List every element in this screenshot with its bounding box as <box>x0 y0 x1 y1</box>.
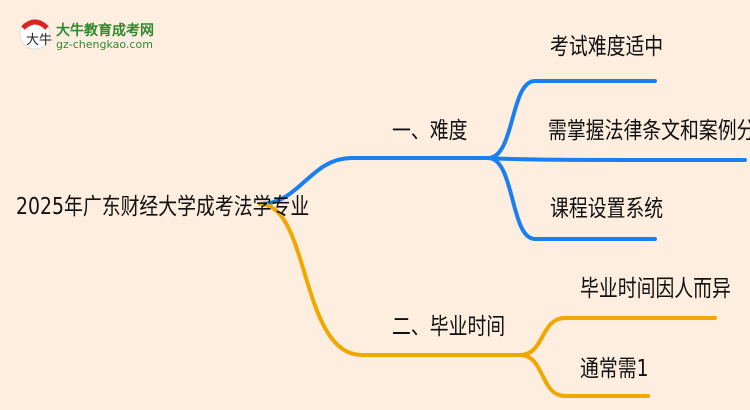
logo-url: gz-chengkao.com <box>56 38 153 51</box>
leaf-line-2-1 <box>518 316 717 357</box>
svg-text:大牛: 大牛 <box>26 33 52 48</box>
leaf-node: 考试难度适中 <box>550 34 664 60</box>
logo-name: 大牛教育成考网 <box>56 23 154 39</box>
root-node: 2025年广东财经大学成考法学专业 <box>16 194 310 220</box>
leaf-line-2-2 <box>518 353 650 398</box>
leaf-line-1-2 <box>486 156 747 162</box>
leaf-node: 毕业时间因人而异 <box>580 276 731 302</box>
leaf-line-1-3 <box>486 156 657 241</box>
logo-mark-icon: 大牛 <box>19 18 52 50</box>
leaf-node: 课程设置系统 <box>550 196 664 222</box>
branch-line-1 <box>258 156 490 206</box>
branch-node-graduation: 二、毕业时间 <box>392 314 506 340</box>
leaf-line-1-1 <box>486 79 657 160</box>
leaf-node: 需掌握法律条文和案例分析 <box>548 118 750 144</box>
logo: 大牛 大牛教育成考网 gz-chengkao.com <box>18 14 198 54</box>
branch-line-2 <box>258 202 522 357</box>
leaf-node: 通常需1 <box>580 356 649 382</box>
branch-node-difficulty: 一、难度 <box>392 118 468 144</box>
